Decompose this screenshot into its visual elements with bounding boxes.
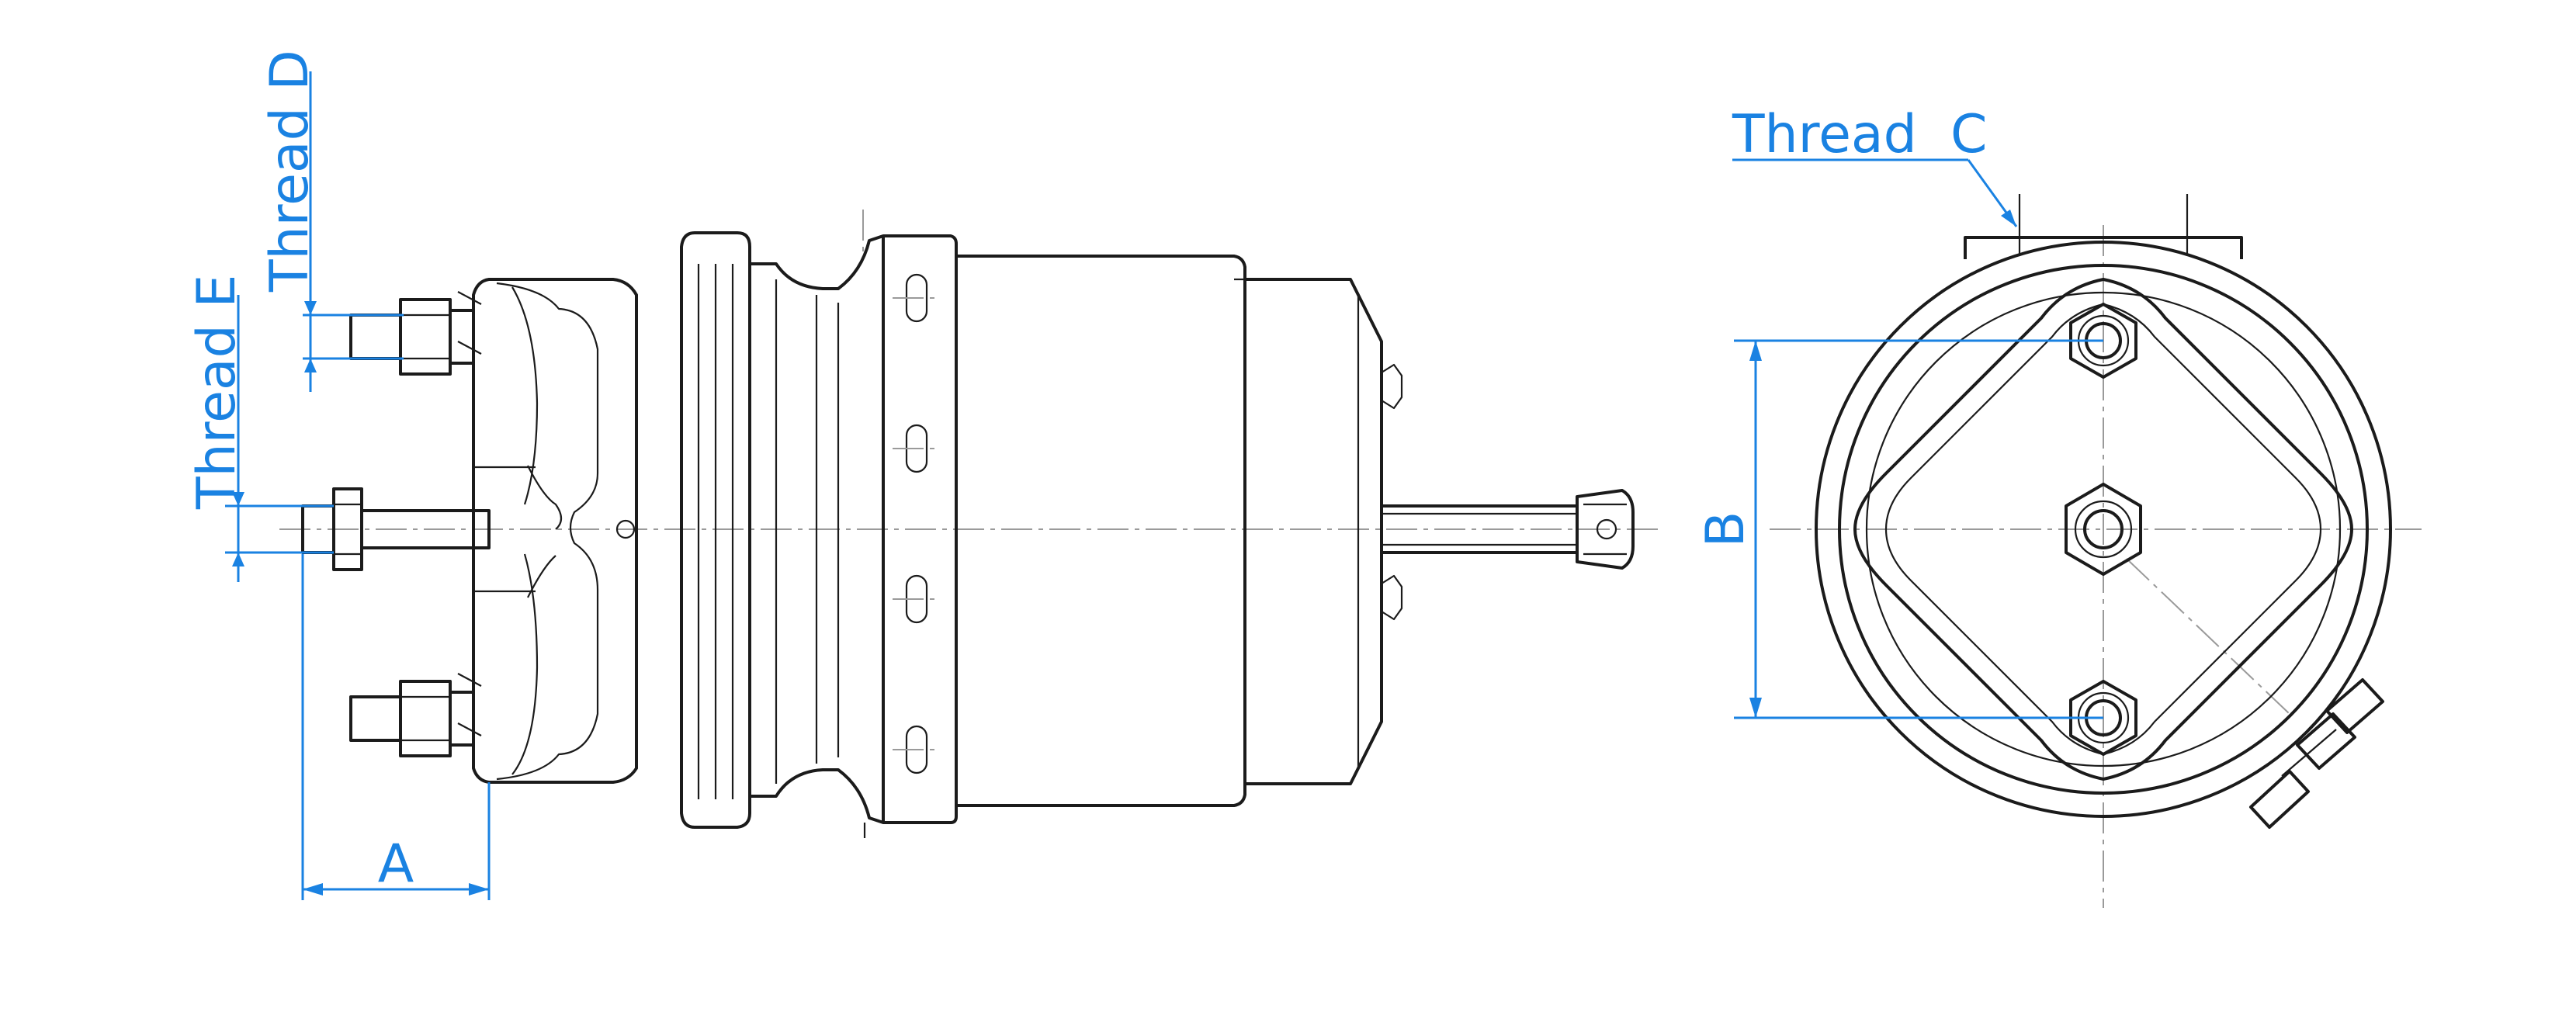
top-bracket bbox=[1964, 236, 2243, 259]
thread-e-leader: Thread E bbox=[186, 275, 334, 582]
thread-d-leader: Thread D bbox=[259, 50, 404, 392]
dimension-b-label: B bbox=[1695, 511, 1756, 548]
upper-fitting bbox=[349, 291, 482, 376]
end-view bbox=[1770, 194, 2422, 908]
thread-e-label: Thread E bbox=[186, 275, 248, 510]
thread-c-leader: Thread C bbox=[1732, 104, 2018, 227]
push-rod bbox=[1380, 489, 1635, 570]
rear-port-stud bbox=[301, 487, 491, 571]
dimension-a-label: A bbox=[378, 833, 414, 895]
front-studs bbox=[1381, 363, 1403, 621]
mounting-ring bbox=[862, 210, 958, 838]
dimension-a: A bbox=[301, 554, 491, 900]
housing-rim bbox=[1838, 264, 2369, 795]
side-view bbox=[279, 210, 1661, 838]
center-hex-nut bbox=[2065, 483, 2142, 576]
inner-rim bbox=[1865, 291, 2342, 767]
inner-plate bbox=[1853, 278, 2353, 781]
thread-d-label: Thread D bbox=[259, 50, 321, 293]
clamp-band bbox=[680, 231, 885, 829]
service-cylinder bbox=[956, 255, 1383, 807]
thread-c-label: Thread C bbox=[1732, 104, 1987, 165]
dimension-b: B bbox=[1695, 339, 2103, 719]
lower-fitting bbox=[349, 673, 482, 757]
rear-cover bbox=[472, 278, 638, 784]
clamp-bolt bbox=[2249, 678, 2384, 829]
outer-housing bbox=[1815, 241, 2392, 818]
